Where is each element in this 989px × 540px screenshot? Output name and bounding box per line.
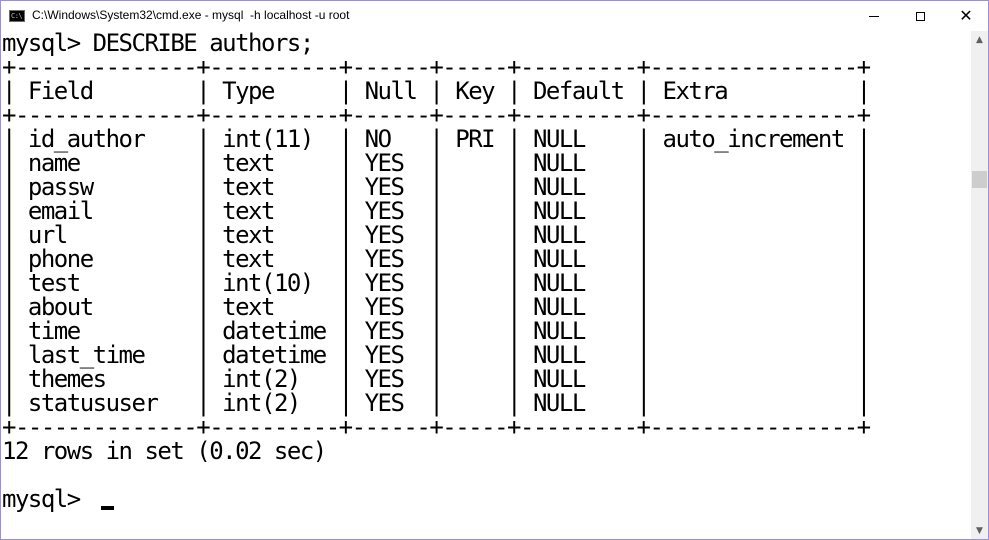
table-row-cell: text [222, 149, 275, 177]
window-title: C:\Windows\System32\cmd.exe - mysql -h l… [32, 8, 350, 22]
table-row-cell: NULL [532, 317, 586, 345]
table-border: +--------------+----------+------+-----+… [2, 101, 871, 129]
close-button[interactable]: ✕ [943, 1, 989, 31]
sql-command: DESCRIBE authors; [92, 31, 315, 57]
table-row-cell: phone [27, 245, 94, 273]
table-row-cell: text [222, 245, 275, 273]
table-row-cell: test [27, 269, 81, 297]
close-icon: ✕ [959, 6, 973, 25]
prompt-current: mysql> [2, 485, 93, 513]
table-row-cell: text [222, 173, 275, 201]
table-border: +--------------+----------+------+-----+… [2, 53, 871, 81]
maximize-button[interactable] [897, 1, 943, 31]
table-row-cell: NULL [532, 293, 586, 321]
column-header-cell: Key [455, 77, 495, 105]
minimize-icon [869, 15, 879, 17]
table-row-cell: NULL [532, 245, 586, 273]
prompt: mysql> [2, 31, 93, 57]
table-row-cell: NULL [532, 149, 586, 177]
table-row-cell: statususer [27, 389, 159, 417]
table-row-cell: NO [364, 125, 392, 153]
table-row-cell: auto_increment [662, 125, 846, 153]
table-row-cell: YES [364, 245, 405, 273]
table-row-cell: about [27, 293, 94, 321]
table-row-cell: YES [364, 173, 405, 201]
console-text: mysql> DESCRIBE authors; +--------------… [2, 31, 871, 513]
table-row-cell: YES [364, 365, 405, 393]
table-row-cell: int(10) [222, 269, 314, 297]
table-row-cell: themes [27, 365, 107, 393]
table-row-cell: YES [364, 389, 405, 417]
table-row-cell: NULL [533, 221, 586, 249]
column-header-cell: Default [532, 77, 625, 105]
maximize-icon [915, 11, 925, 21]
table-row-cell: NULL [532, 341, 586, 369]
minimize-button[interactable] [851, 1, 897, 31]
title-bar[interactable]: C:\ C:\Windows\System32\cmd.exe - mysql … [1, 1, 988, 31]
table-row-cell: text [222, 197, 275, 225]
cmd-icon[interactable]: C:\ [9, 10, 25, 22]
table-row-cell: text [222, 221, 275, 249]
console-output[interactable]: mysql> DESCRIBE authors; +--------------… [1, 31, 971, 539]
table-row-cell: YES [364, 221, 405, 249]
table-row-cell: email [27, 197, 94, 225]
scroll-up-icon: ▲ [976, 34, 983, 45]
table-border: +--------------+----------+------+-----+… [2, 413, 871, 441]
table-row-cell: NULL [532, 365, 586, 393]
table-row-cell: YES [364, 341, 405, 369]
table-row-cell: YES [364, 269, 405, 297]
column-header-cell: Type [222, 77, 275, 105]
column-header-cell: Extra [662, 77, 729, 105]
table-row-cell: NULL [532, 389, 586, 417]
column-header-cell: Null [364, 77, 418, 105]
column-header-cell: Field [27, 77, 94, 105]
cmd-icon-label: C:\ [11, 12, 23, 20]
table-row-cell: NULL [533, 125, 586, 153]
table-row-cell: name [27, 149, 81, 177]
table-row-cell: url [27, 221, 68, 249]
table-row-cell: YES [364, 317, 405, 345]
table-row-cell: YES [364, 197, 405, 225]
table-row-cell: datetime [222, 317, 327, 345]
table-row-cell: time [27, 317, 81, 345]
table-row-cell: NULL [532, 173, 586, 201]
table-row-cell: int(2) [222, 365, 301, 393]
text-cursor [101, 506, 114, 510]
table-row-cell: int(11) [222, 125, 314, 153]
scroll-down-button[interactable]: ▼ [971, 522, 988, 539]
scroll-thumb[interactable] [972, 171, 987, 188]
table-row-cell: YES [364, 149, 405, 177]
result-summary: 12 rows in set (0.02 sec) [2, 437, 327, 465]
table-row-cell: int(2) [222, 389, 301, 417]
table-row-cell: YES [364, 293, 405, 321]
vertical-scrollbar[interactable]: ▲ ▼ [971, 31, 988, 539]
table-row-cell: passw [27, 173, 94, 201]
table-row-cell: datetime [222, 341, 327, 369]
table-row-cell: last_time [27, 341, 146, 369]
table-row-cell: text [222, 293, 275, 321]
table-row-cell: NULL [533, 269, 586, 297]
table-row-cell: id_author [27, 125, 146, 153]
scroll-down-icon: ▼ [976, 525, 983, 536]
table-row-cell: NULL [532, 197, 586, 225]
scroll-up-button[interactable]: ▲ [971, 31, 988, 48]
table-row-cell: PRI [455, 125, 495, 153]
